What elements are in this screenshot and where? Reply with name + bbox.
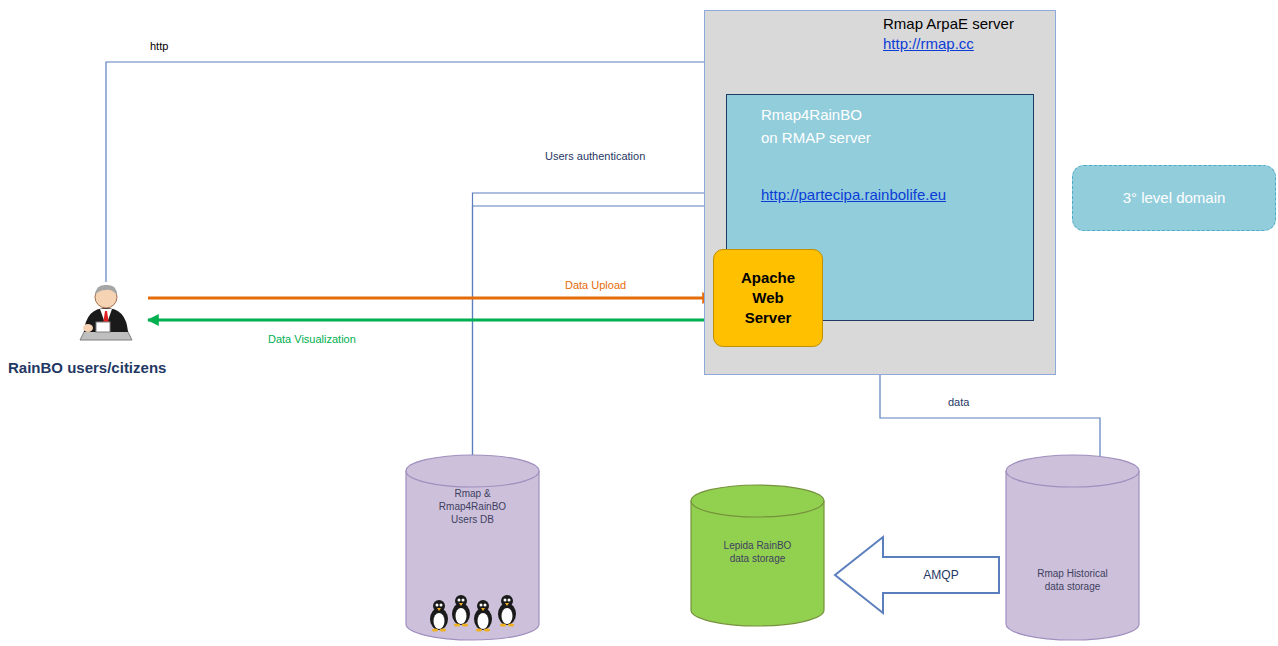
node-label: Lepida RainBO data storage	[717, 539, 799, 565]
database-cylinder: Rmap & Rmap4RainBO Users DB	[405, 455, 540, 641]
node-label: Rmap Historical data storage	[1032, 567, 1114, 593]
storage-cylinder: Rmap Historical data storage	[1005, 455, 1140, 641]
server-box: Rmap ArpaE serverhttp://rmap.ccRmap4Rain…	[704, 10, 1056, 375]
connector	[106, 62, 704, 282]
connector-label: Data Upload	[565, 279, 626, 292]
node-label: RainBO users/citizens	[8, 358, 218, 378]
user-figure: RainBO users/citizens	[8, 282, 218, 378]
node-label: Rmap & Rmap4RainBO Users DB	[432, 487, 514, 526]
connector	[473, 206, 705, 455]
user-icon	[66, 282, 146, 348]
node-label: Rmap ArpaE server	[883, 14, 1055, 34]
node-label: Apache Web Server	[732, 268, 804, 328]
cylinder-shape	[405, 455, 540, 641]
node-url: http://rmap.cc	[883, 34, 1055, 54]
user-figures	[430, 595, 516, 632]
node-label: 3° level domain	[1123, 188, 1226, 208]
connector	[148, 319, 713, 322]
storage-cylinder: Lepida RainBO data storage	[690, 485, 825, 627]
domain-box: 3° level domain	[1072, 165, 1276, 231]
connector	[148, 297, 713, 300]
connector	[473, 193, 727, 455]
web-server-box: Apache Web Server	[713, 249, 823, 347]
connector-label: http	[150, 40, 168, 53]
node-url: http://partecipa.rainbolife.eu	[761, 185, 1033, 205]
connector-label: AMQP	[923, 569, 958, 582]
connector-label: data	[948, 396, 969, 409]
connector	[880, 375, 1100, 462]
node-label: Rmap4RainBO on RMAP server	[761, 103, 871, 149]
block-arrow	[835, 537, 999, 613]
cylinder-shape	[1005, 455, 1140, 641]
connector-label: Data Visualization	[268, 333, 356, 346]
connector-label: Users authentication	[545, 150, 645, 163]
